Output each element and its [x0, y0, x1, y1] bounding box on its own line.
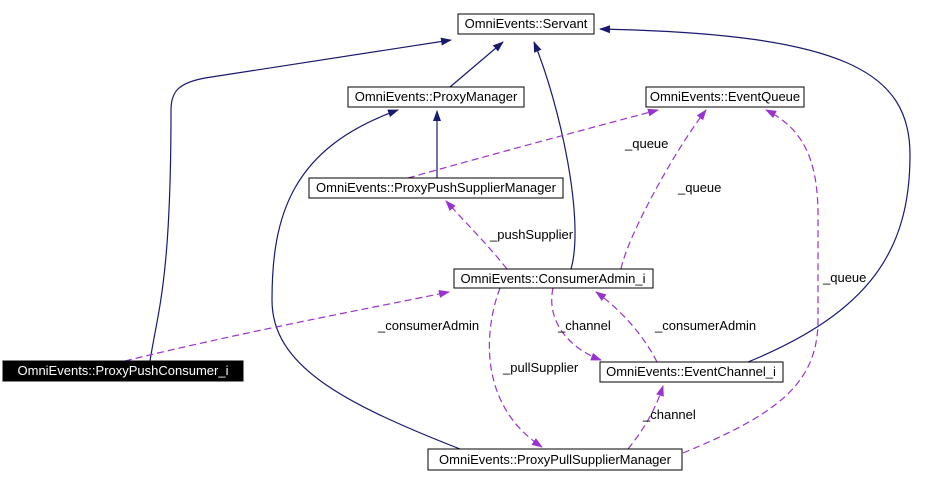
edge-usage-eventchannel-consumeradmin: [595, 291, 658, 363]
edge-usage-consumeradmin-eventchannel: [551, 287, 602, 361]
edge-label-consumeradmin-left: _consumerAdmin: [377, 318, 479, 333]
node-consumer-admin-label: OmniEvents::ConsumerAdmin_i: [461, 271, 646, 286]
node-servant-label: OmniEvents::Servant: [465, 16, 588, 31]
edge-usage-consumeradmin-proxypullsuppliermanager: [488, 287, 543, 448]
node-proxy-manager[interactable]: OmniEvents::ProxyManager: [347, 86, 525, 108]
edge-inherit-proxymanager-servant: [449, 41, 504, 88]
edge-label-queue-upper: _queue: [624, 136, 668, 151]
node-proxy-push-consumer: OmniEvents::ProxyPushConsumer_i: [2, 360, 244, 382]
node-servant[interactable]: OmniEvents::Servant: [457, 13, 595, 35]
edge-label-pullsupplier: _pullSupplier: [502, 360, 579, 375]
node-proxy-push-supplier-manager-label: OmniEvents::ProxyPushSupplierManager: [316, 180, 557, 195]
edge-usage-proxypullsuppliermanager-eventqueue: [682, 109, 819, 454]
edge-label-channel-lower: _channel: [642, 407, 696, 422]
edge-inherit-proxypushconsumer-servant: [149, 37, 452, 362]
node-proxy-manager-label: OmniEvents::ProxyManager: [355, 89, 518, 104]
node-event-queue-label: OmniEvents::EventQueue: [650, 89, 800, 104]
edge-label-queue-right: _queue: [822, 270, 866, 285]
node-proxy-pull-supplier-manager-label: OmniEvents::ProxyPullSupplierManager: [439, 452, 672, 467]
edge-label-queue-middle: _queue: [677, 180, 721, 195]
edge-inherit-eventchannel-servant: [599, 25, 911, 363]
edge-label-channel-upper: _channel: [557, 318, 611, 333]
node-event-channel-label: OmniEvents::EventChannel_i: [606, 364, 776, 379]
edge-usage-proxypullsuppliermanager-eventchannel: [627, 385, 664, 450]
node-proxy-push-consumer-label: OmniEvents::ProxyPushConsumer_i: [18, 363, 229, 378]
node-consumer-admin[interactable]: OmniEvents::ConsumerAdmin_i: [453, 268, 654, 289]
node-event-channel[interactable]: OmniEvents::EventChannel_i: [599, 361, 784, 383]
edge-label-pushsupplier: _pushSupplier: [489, 227, 574, 242]
edge-inherit-consumeradmin-servant: [533, 41, 576, 270]
node-event-queue[interactable]: OmniEvents::EventQueue: [645, 86, 805, 108]
edge-usage-consumeradmin-proxypushsuppliermanager: [445, 200, 508, 270]
edge-label-consumeradmin-right: _consumerAdmin: [654, 318, 756, 333]
edge-usage-proxypushconsumer-consumeradmin: [124, 290, 450, 362]
edge-usage-consumeradmin-eventqueue: [620, 109, 707, 270]
node-proxy-pull-supplier-manager[interactable]: OmniEvents::ProxyPullSupplierManager: [427, 448, 683, 471]
edge-usage-proxypushsuppliermanager-eventqueue: [407, 108, 659, 179]
node-proxy-push-supplier-manager[interactable]: OmniEvents::ProxyPushSupplierManager: [308, 177, 564, 199]
edge-inherit-proxypullsuppliermanager-proxymanager: [271, 109, 461, 450]
